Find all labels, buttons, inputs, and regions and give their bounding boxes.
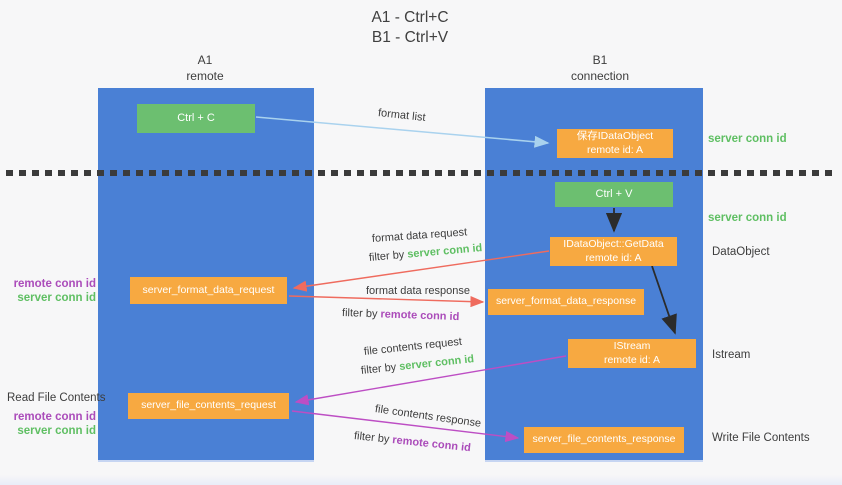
filter-by-text: filter by <box>341 307 381 321</box>
istream-line2: remote id: A <box>603 353 661 366</box>
lane-a1-role: remote <box>186 68 224 83</box>
label-filter-by-server-conn-id-2: filter by server conn id <box>360 353 475 377</box>
lane-header-b1: B1 connection <box>550 53 650 84</box>
label-format-data-request: format data request <box>371 226 468 245</box>
save-idataobject-line1: 保存IDataObject <box>576 130 654 143</box>
label-format-list: format list <box>377 107 427 124</box>
right-label-server-conn-id-1: server conn id <box>708 133 787 145</box>
node-server-file-contents-request: server_file_contents_request <box>128 393 289 419</box>
right-label-dataobject: DataObject <box>712 246 770 258</box>
title-line-1: A1 - Ctrl+C <box>371 9 449 26</box>
ctrl-c-label: Ctrl + C <box>177 111 215 124</box>
save-idataobject-line2: remote id: A <box>586 143 644 156</box>
filter-by-text: filter by <box>368 248 408 264</box>
format-request-label: server_format_data_request <box>142 283 275 296</box>
label-filter-by-server-conn-id-1: filter by server conn id <box>368 242 483 264</box>
node-ctrl-v: Ctrl + V <box>555 182 673 207</box>
node-save-idataobject: 保存IDataObject remote id: A <box>557 129 673 158</box>
filter-by-text: filter by <box>353 430 393 446</box>
left-label-server-conn-id-2: server conn id <box>17 425 96 437</box>
lane-b1-name: B1 <box>592 53 608 67</box>
remote-conn-id-text: remote conn id <box>380 308 460 324</box>
node-server-file-contents-response: server_file_contents_response <box>524 427 684 453</box>
node-server-format-data-request: server_format_data_request <box>130 277 287 304</box>
left-label-read-file-contents: Read File Contents <box>7 392 106 404</box>
label-format-data-response: format data response <box>366 285 470 297</box>
getdata-line2: remote id: A <box>585 251 642 264</box>
left-label-remote-conn-id-2: remote conn id <box>13 411 96 423</box>
diagram-title: A1 - Ctrl+C B1 - Ctrl+V <box>320 8 500 49</box>
lane-header-a1: A1 remote <box>155 53 255 84</box>
format-response-label: server_format_data_response <box>495 295 637 308</box>
right-label-server-conn-id-2: server conn id <box>708 212 787 224</box>
lane-b1-role: connection <box>570 68 630 83</box>
ctrl-v-label: Ctrl + V <box>595 187 633 200</box>
node-server-format-data-response: server_format_data_response <box>488 289 644 315</box>
title-line-2: B1 - Ctrl+V <box>371 29 449 47</box>
node-ctrl-c: Ctrl + C <box>137 104 255 133</box>
node-idataobject-getdata: IDataObject::GetData remote id: A <box>550 237 677 266</box>
left-label-server-conn-id-1: server conn id <box>17 292 96 304</box>
label-file-contents-response: file contents response <box>374 403 482 430</box>
session-divider-dotted-line <box>6 170 832 176</box>
getdata-line1: IDataObject::GetData <box>563 238 664 251</box>
file-response-label: server_file_contents_response <box>532 433 676 446</box>
right-label-istream: Istream <box>712 349 751 361</box>
left-label-remote-conn-id-1: remote conn id <box>13 278 96 290</box>
node-istream: IStream remote id: A <box>568 339 696 368</box>
remote-conn-id-text: remote conn id <box>391 434 472 455</box>
server-conn-id-text: server conn id <box>398 353 475 373</box>
lane-a1-name: A1 <box>197 53 213 67</box>
filter-by-text: filter by <box>360 361 400 377</box>
label-filter-by-remote-conn-id-2: filter by remote conn id <box>353 430 472 455</box>
file-request-label: server_file_contents_request <box>141 399 276 412</box>
server-conn-id-text: server conn id <box>406 242 483 261</box>
right-label-write-file-contents: Write File Contents <box>712 432 810 444</box>
istream-line1: IStream <box>613 340 651 353</box>
label-filter-by-remote-conn-id-1: filter by remote conn id <box>341 307 460 324</box>
